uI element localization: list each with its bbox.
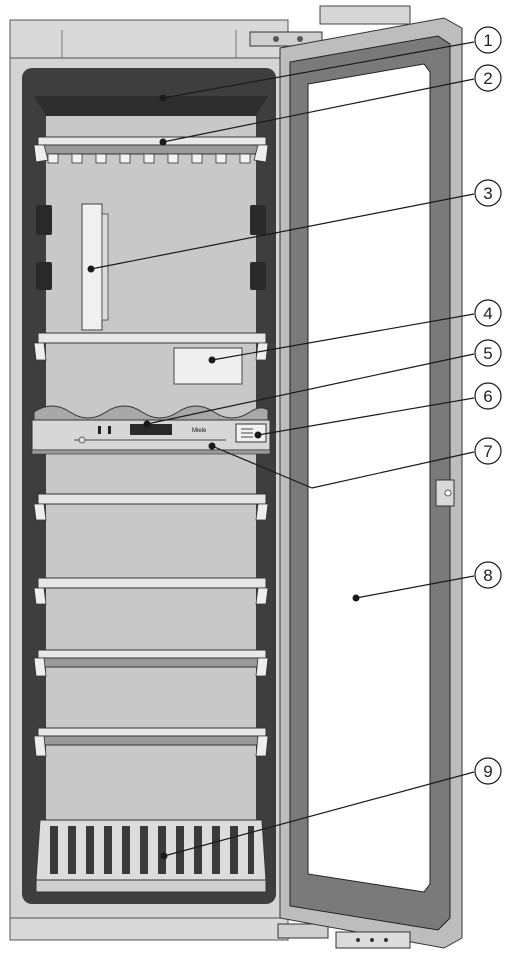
shelf-4 — [33, 493, 269, 521]
svg-text:4: 4 — [483, 304, 492, 323]
callout-7: 7 — [474, 437, 502, 465]
cabinet-bottom — [9, 917, 289, 941]
leader-line-9 — [163, 771, 475, 857]
svg-text:7: 7 — [483, 442, 492, 461]
svg-text:6: 6 — [483, 387, 492, 406]
callout-3: 3 — [474, 179, 502, 207]
callout-6: 6 — [474, 382, 502, 410]
bottom-hinge — [277, 923, 329, 939]
leader-line-5 — [146, 353, 475, 425]
callout-8: 8 — [474, 561, 502, 589]
wavy-shelf — [33, 405, 269, 421]
leader-lines — [90, 41, 475, 857]
svg-text:2: 2 — [483, 69, 492, 88]
storage-box — [173, 347, 243, 385]
side-supports — [36, 205, 266, 290]
leader-line-3 — [90, 193, 475, 270]
door-top-trim — [319, 5, 411, 25]
svg-text:1: 1 — [483, 31, 492, 50]
callout-1: 1 — [474, 26, 502, 54]
leader-line-6 — [257, 397, 475, 436]
leader-line-7 — [211, 445, 475, 489]
leader-line-1 — [162, 41, 475, 99]
cabinet-top — [9, 19, 289, 59]
top-cover — [34, 96, 268, 116]
temperature-display — [130, 424, 172, 435]
svg-text:8: 8 — [483, 566, 492, 585]
svg-text:5: 5 — [483, 344, 492, 363]
wooden-shelf-7 — [33, 727, 269, 757]
shelves: Miele — [31, 136, 271, 893]
wooden-shelf-6 — [33, 649, 269, 677]
callout-9: 9 — [474, 757, 502, 785]
control-panel: Miele — [31, 419, 271, 455]
leader-line-4 — [211, 313, 475, 361]
callout-2: 2 — [474, 64, 502, 92]
door — [279, 5, 463, 949]
svg-text:3: 3 — [483, 184, 492, 203]
interior-back-wall — [46, 112, 256, 872]
callout-5: 5 — [474, 339, 502, 367]
svg-text:9: 9 — [483, 762, 492, 781]
callout-4: 4 — [474, 299, 502, 327]
top-hinge — [249, 31, 323, 47]
bottom-bottle-tray — [35, 819, 267, 893]
leader-dots — [87, 94, 360, 860]
display-icon — [98, 426, 101, 434]
wooden-shelf-1 — [33, 136, 269, 164]
cabinet — [9, 19, 329, 941]
brand-logo: Miele — [192, 428, 207, 434]
leader-line-8 — [355, 575, 475, 599]
shelf-5 — [33, 577, 269, 605]
door-glass — [307, 63, 431, 893]
callout-labels: 1 2 3 4 5 6 7 8 — [474, 26, 502, 785]
leader-line-2 — [162, 78, 475, 143]
